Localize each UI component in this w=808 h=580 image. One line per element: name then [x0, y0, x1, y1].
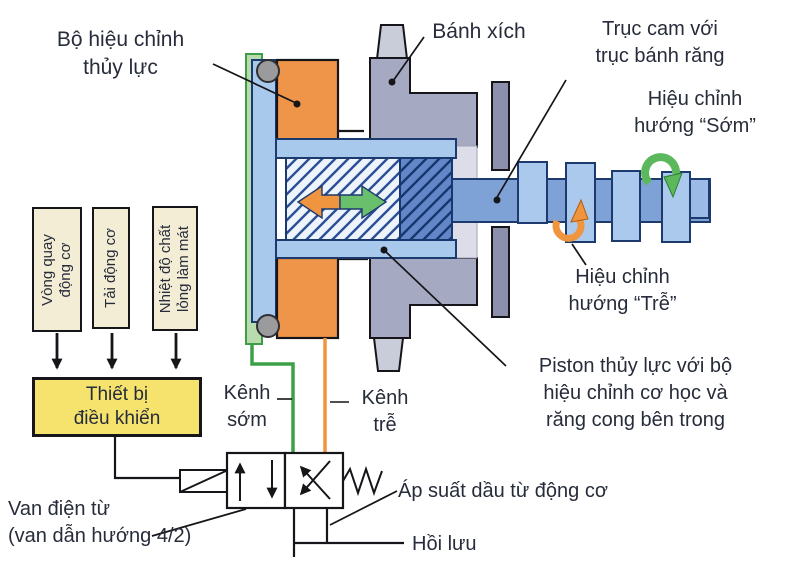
label-retard-channel: Kênh trễ: [361, 387, 409, 436]
cylinder-rail-top: [275, 138, 457, 159]
valve-box-parallel: [225, 451, 287, 510]
control-signal-line: [113, 437, 180, 480]
sensor-box-coolant-temp: Nhiệt độ chất lỏng làm mát: [152, 206, 198, 331]
actuator-front-bar: [251, 59, 277, 323]
label-oil-pressure: Áp suất dầu từ động cơ: [398, 480, 608, 502]
sensor-box-engine-speed: Vòng quay động cơ: [32, 207, 82, 332]
pin-bottom: [256, 314, 280, 338]
label-hydraulic-adjuster: Bộ hiệu chỉnh thủy lực: [56, 28, 185, 80]
sprocket-body-bottom: [369, 257, 478, 339]
cam-lobe: [611, 170, 641, 242]
piston-arrow-advance: [339, 184, 388, 220]
label-sprocket: Bánh xích: [432, 20, 526, 43]
label-solenoid-valve: Van điện từ (van dẫn hướng 4/2): [8, 498, 192, 547]
sensor-speed-label: Vòng quay động cơ: [39, 233, 74, 306]
bearing-wall-bottom: [491, 226, 510, 318]
cylinder-rail-bottom: [275, 239, 457, 259]
housing-orange-top: [275, 58, 340, 142]
sensor-coolant-label: Nhiệt độ chất lỏng làm mát: [157, 224, 192, 313]
pin-top: [256, 59, 280, 83]
solenoid-valve-4-2: [113, 437, 404, 557]
advance-channel-line: [250, 344, 295, 452]
sensor-load-label: Tải động cơ: [102, 228, 119, 308]
sprocket-body-top: [369, 57, 478, 148]
label-advance-channel: Kênh sớm: [223, 382, 271, 431]
hydraulic-actuator: [245, 53, 457, 345]
control-unit-box: Thiết bị điều khiển: [32, 377, 202, 437]
spring-symbol: [342, 465, 383, 497]
shaft-end-cap: [689, 178, 710, 219]
label-oil-return: Hồi lưu: [412, 533, 477, 555]
cam-lobe: [517, 161, 548, 224]
label-piston: Piston thủy lực với bộ hiệu chỉnh cơ học…: [538, 355, 733, 431]
label-retard-adjust: Hiệu chỉnh hướng “Trễ”: [568, 266, 677, 315]
sensor-arrows: [51, 333, 182, 370]
retard-rotation-arrow: [552, 198, 589, 242]
leader-lines: [151, 36, 587, 537]
housing-orange-bottom: [275, 256, 340, 340]
label-camshaft: Trục cam với trục bánh răng: [595, 18, 725, 67]
sensor-box-engine-load: Tải động cơ: [92, 207, 130, 329]
bearing-wall-top: [491, 81, 510, 171]
label-advance-adjust: Hiệu chỉnh hướng “Sớm”: [634, 88, 756, 137]
sprocket-tooth-top: [375, 24, 409, 60]
advance-rotation-arrow: [641, 153, 683, 199]
helical-gear-block: [399, 157, 453, 241]
sprocket-tooth-bottom: [372, 337, 405, 372]
